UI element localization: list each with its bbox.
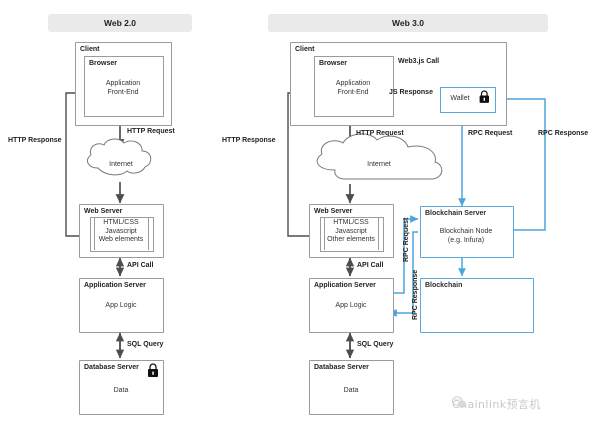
web3-label-rpc-response-mid: RPC Response bbox=[412, 269, 419, 320]
web2-web-server-inner-rule-right bbox=[148, 217, 149, 250]
web3-web-server-line1: HTML/CSS bbox=[333, 219, 369, 226]
web3-wallet-label: Wallet bbox=[450, 95, 470, 102]
web3-label-rpc-request-mid: RPC Request bbox=[403, 217, 410, 262]
web3-blockchain-box: Blockchain bbox=[420, 278, 534, 333]
lock-icon bbox=[148, 363, 158, 377]
web3-label-rpc-request-top: RPC Request bbox=[468, 130, 513, 137]
web2-client-label: Client bbox=[80, 46, 100, 53]
web2-label-api-call: API Call bbox=[127, 262, 154, 269]
web2-web-server-line3: Web elements bbox=[98, 236, 144, 244]
web3-app-server-box: Application Server bbox=[309, 278, 394, 333]
web3-internet-label: Internet bbox=[367, 161, 391, 168]
web2-app-logic-label: App Logic bbox=[105, 302, 137, 309]
watermark: Chainlink预言机 bbox=[452, 396, 541, 412]
web2-db-data-label: Data bbox=[113, 387, 129, 394]
web2-internet-label: Internet bbox=[109, 161, 133, 168]
web3-web-server-inner bbox=[320, 217, 384, 252]
web2-app-server-label: Application Server bbox=[84, 282, 146, 289]
web3-frontend-line2: Front-End bbox=[337, 88, 369, 96]
web2-frontend-line2: Front-End bbox=[107, 88, 139, 96]
web2-web-server-inner bbox=[90, 217, 154, 252]
web3-web-server-line3: Other elements bbox=[327, 236, 375, 244]
web3-label-web3js-call: Web3.js Call bbox=[398, 58, 440, 65]
web2-web-server-inner-rule-left bbox=[94, 217, 95, 250]
web3-frontend-line1: Application bbox=[335, 80, 371, 87]
web3-label-api-call: API Call bbox=[357, 262, 384, 269]
web2-label-http-response: HTTP Response bbox=[8, 137, 62, 144]
web2-db-server-label: Database Server bbox=[84, 364, 139, 371]
web3-blockchain-server-box: Blockchain Server bbox=[420, 206, 514, 258]
web2-app-server-box: Application Server bbox=[79, 278, 164, 333]
web3-label-rpc-response-top: RPC Response bbox=[538, 130, 589, 137]
web2-web-server-line2: Javascript bbox=[105, 227, 137, 235]
web3-web-server-inner-rule-right bbox=[378, 217, 379, 250]
watermark-text: Chainlink预言机 bbox=[452, 398, 541, 411]
web3-db-data-label: Data bbox=[343, 387, 359, 394]
web2-web-server-line1: HTML/CSS bbox=[103, 219, 139, 226]
web3-browser-box: Browser bbox=[314, 56, 394, 117]
panel-header-web3: Web 3.0 bbox=[268, 14, 548, 32]
web2-frontend-line1: Application bbox=[105, 80, 141, 87]
web3-browser-label: Browser bbox=[319, 60, 348, 67]
web2-label-sql-query: SQL Query bbox=[127, 341, 164, 348]
web2-browser-label: Browser bbox=[89, 60, 118, 67]
web2-web-server-label: Web Server bbox=[84, 208, 123, 215]
web3-blockchain-server-label: Blockchain Server bbox=[425, 210, 487, 217]
web3-label-http-response: HTTP Response bbox=[222, 137, 276, 144]
web3-label-http-request: HTTP Request bbox=[356, 130, 404, 137]
web3-db-server-label: Database Server bbox=[314, 364, 369, 371]
web3-app-server-label: Application Server bbox=[314, 282, 376, 289]
web2-label-http-request: HTTP Request bbox=[127, 128, 175, 135]
web2-browser-box: Browser bbox=[84, 56, 164, 117]
web3-web-server-label: Web Server bbox=[314, 208, 353, 215]
web3-web-server-line2: Javascript bbox=[335, 227, 367, 235]
web3-label-sql-query: SQL Query bbox=[357, 341, 394, 348]
web3-web-server-inner-rule-left bbox=[324, 217, 325, 250]
wechat-icon bbox=[452, 396, 467, 408]
web3-blockchain-node-line2: (e.g. Infura) bbox=[447, 236, 485, 244]
web3-db-server-box: Database Server bbox=[309, 360, 394, 415]
web3-client-label: Client bbox=[295, 46, 315, 53]
web3-label-js-response: JS Response bbox=[389, 89, 433, 96]
web3-app-logic-label: App Logic bbox=[335, 302, 367, 309]
lock-icon bbox=[479, 90, 489, 103]
panel-header-web2: Web 2.0 bbox=[48, 14, 192, 32]
web3-blockchain-node-line1: Blockchain Node bbox=[439, 228, 493, 235]
web3-blockchain-label: Blockchain bbox=[425, 282, 463, 289]
